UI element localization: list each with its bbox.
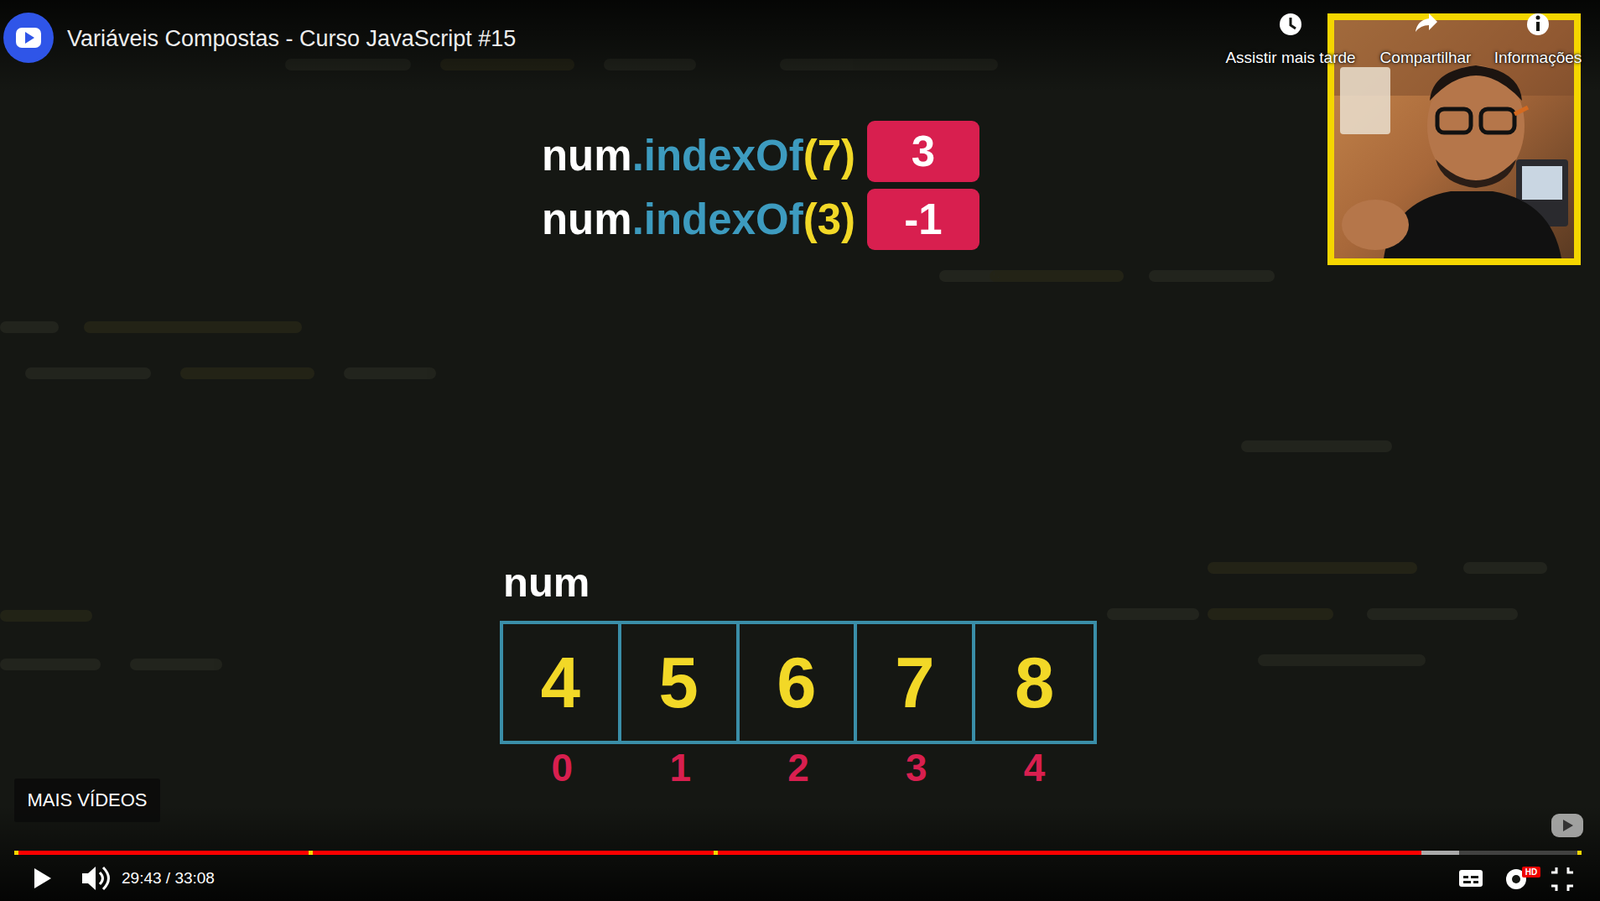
cell-value: 5 xyxy=(659,641,699,724)
top-action-label: Informações xyxy=(1494,48,1583,68)
code-part: .indexOf xyxy=(632,130,804,182)
array-box: num45678 xyxy=(499,620,1097,744)
button-label: MAIS VÍDEOS xyxy=(26,789,147,811)
index-number: 2 xyxy=(787,745,810,790)
result-value: 3 xyxy=(911,126,936,177)
video-title: Variáveis Compostas - Curso JavaScript #… xyxy=(67,25,516,52)
top-action-label: Compartilhar xyxy=(1380,48,1472,68)
array-cell: 7 xyxy=(857,623,976,741)
cell-value: 6 xyxy=(776,641,816,724)
code-part: (7) xyxy=(803,130,856,182)
result-value: -1 xyxy=(903,194,942,245)
result-box: -1 xyxy=(867,188,980,250)
hd-badge: HD xyxy=(1522,866,1541,878)
index-number: 0 xyxy=(551,745,574,790)
top-action-label: Assistir mais tarde xyxy=(1225,48,1356,68)
code-part: num xyxy=(541,130,633,182)
array-cell: 6 xyxy=(739,623,858,741)
youtube-watermark xyxy=(1551,813,1584,837)
time-display: 29:43 / 33:08 xyxy=(121,868,215,888)
index-number: 1 xyxy=(669,745,691,790)
cell-value: 4 xyxy=(540,641,581,724)
code-part: .indexOf xyxy=(632,194,804,245)
channel-logo xyxy=(3,12,54,63)
cell-value: 8 xyxy=(1014,641,1055,724)
code-line: num.indexOf(7) xyxy=(541,130,856,182)
index-number: 4 xyxy=(1023,745,1046,790)
array-cell: 8 xyxy=(975,623,1094,741)
array-name: num xyxy=(503,558,590,606)
blurred-code xyxy=(0,58,1548,671)
array-cell: 4 xyxy=(503,623,622,741)
cell-value: 7 xyxy=(894,641,935,724)
index-number: 3 xyxy=(905,745,928,790)
progress-bar xyxy=(14,850,1582,855)
code-part: num xyxy=(541,194,633,245)
result-box: 3 xyxy=(867,120,980,182)
array-cell: 5 xyxy=(621,623,740,741)
code-line: num.indexOf(3) xyxy=(541,194,856,245)
more-videos-button: MAIS VÍDEOS xyxy=(14,778,161,822)
top-icons xyxy=(1279,13,1549,36)
player-controls xyxy=(34,866,1574,891)
code-part: (3) xyxy=(803,194,856,245)
